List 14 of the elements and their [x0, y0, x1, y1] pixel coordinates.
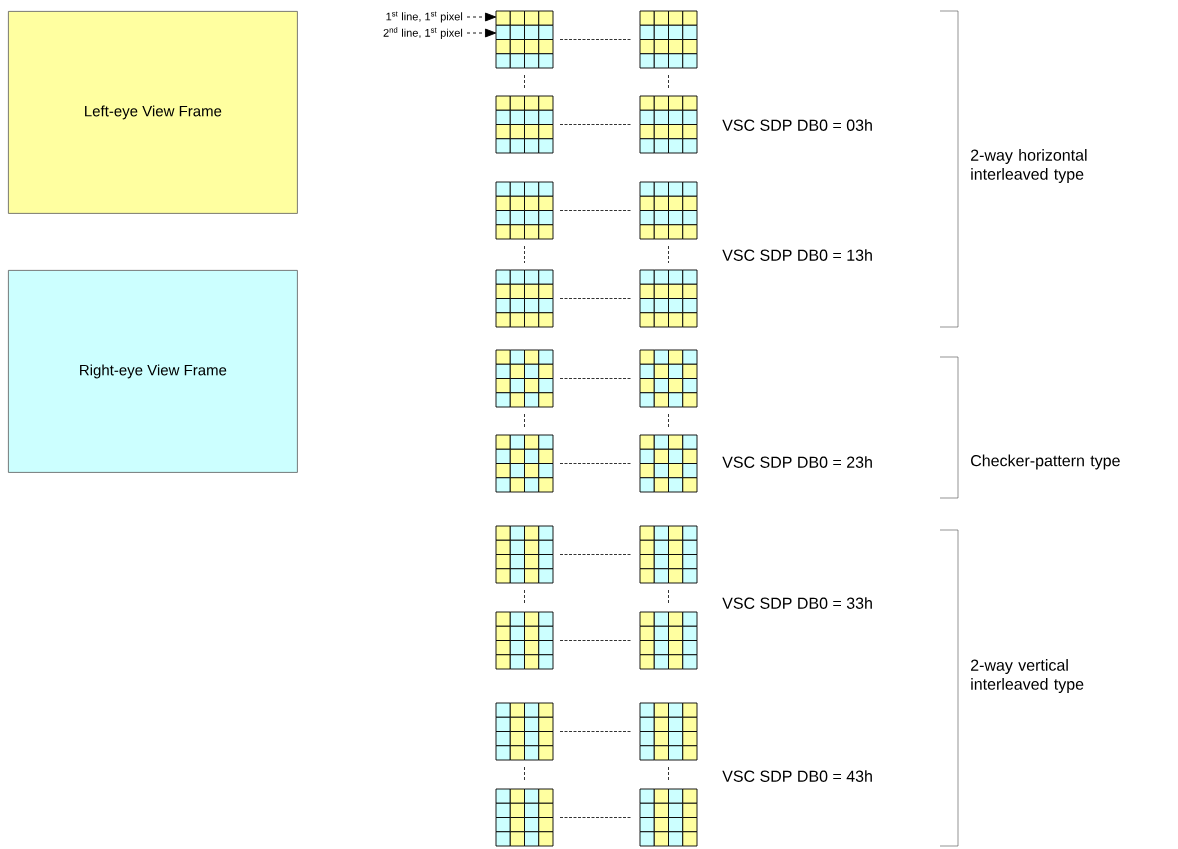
frame-box: Left-eye View Frame — [8, 11, 298, 214]
leader-arrow — [466, 12, 497, 22]
pattern-type-label: 2-way horizontal interleaved type — [971, 149, 1087, 183]
pointer-label: 2$^{nd}$ line, 1$^{st}$ pixel — [383, 27, 463, 39]
register-value: VSC SDP DB0 = 33h — [722, 597, 872, 609]
pointer-label: 1$^{st}$ line, 1$^{st}$ pixel — [386, 11, 463, 23]
register-value: VSC SDP DB0 = 13h — [722, 249, 872, 261]
register-value: VSC SDP DB0 = 23h — [722, 456, 872, 468]
register-value: VSC SDP DB0 = 43h — [722, 770, 872, 782]
register-value: VSC SDP DB0 = 03h — [722, 119, 872, 131]
frame-box: Right-eye View Frame — [8, 270, 298, 473]
pattern-type-label: 2-way vertical interleaved type — [971, 659, 1084, 693]
leader-arrow — [466, 28, 497, 38]
pattern-type-label: Checker-pattern type — [971, 454, 1120, 470]
